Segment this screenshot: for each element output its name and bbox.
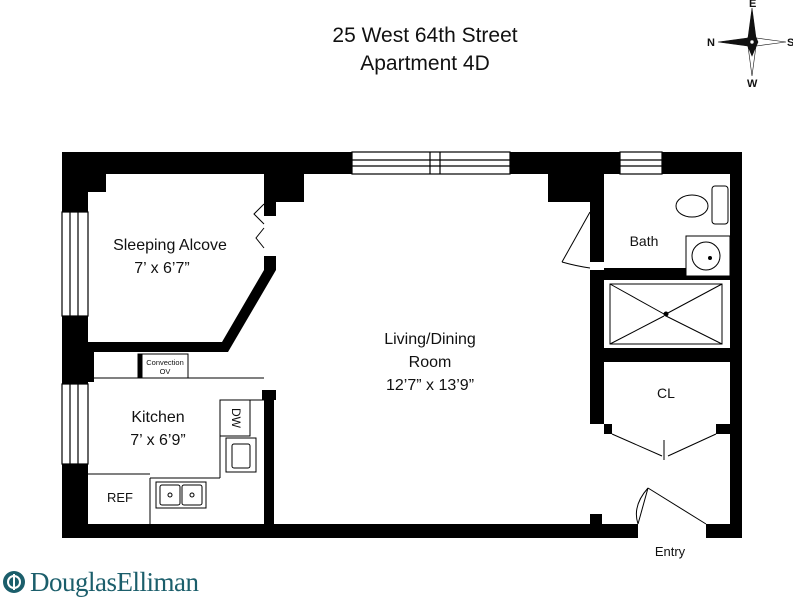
refrigerator-label: REF xyxy=(107,490,133,505)
living-dining-name-2: Room xyxy=(409,354,452,371)
kitchen-dims: 7’ x 6’9” xyxy=(130,432,185,449)
convection-label-2: OV xyxy=(160,367,171,376)
convection-oven xyxy=(139,353,189,379)
kitchen-name: Kitchen xyxy=(131,409,184,426)
dishwasher-label: DW xyxy=(229,408,243,429)
closet-name: CL xyxy=(657,385,675,401)
exterior-walls xyxy=(62,152,742,538)
address: 25 West 64th Street xyxy=(332,24,518,47)
compass-north-label: N xyxy=(707,37,715,49)
windows xyxy=(61,151,663,465)
toilet-tank-icon xyxy=(711,185,729,225)
compass-west-label: W xyxy=(747,78,758,90)
plan-title: 25 West 64th Street Apartment 4D xyxy=(0,22,793,78)
sleeping-alcove-dims: 7’ x 6’7” xyxy=(134,260,189,277)
doors xyxy=(253,203,717,525)
brand-name: DouglasElliman xyxy=(30,566,199,597)
living-dining-name: Living/Dining xyxy=(384,331,476,348)
compass-south-label: S xyxy=(787,37,793,49)
convection-label-1: Convection xyxy=(146,358,184,367)
brand-logo: DouglasElliman xyxy=(2,566,199,598)
sleeping-alcove-name: Sleeping Alcove xyxy=(113,237,227,254)
apartment-unit: Apartment 4D xyxy=(360,52,490,75)
bath-name: Bath xyxy=(630,233,659,249)
entry-name: Entry xyxy=(655,544,686,559)
living-dining-dims: 12’7” x 13’9” xyxy=(386,377,474,394)
kitchen-fixtures xyxy=(88,353,264,524)
compass-icon xyxy=(717,7,787,77)
toilet-icon xyxy=(675,194,709,218)
bath-fixtures xyxy=(609,185,731,345)
douglas-elliman-logo-icon xyxy=(3,571,25,593)
compass-east-label: E xyxy=(749,0,756,10)
dishwasher xyxy=(219,399,251,437)
